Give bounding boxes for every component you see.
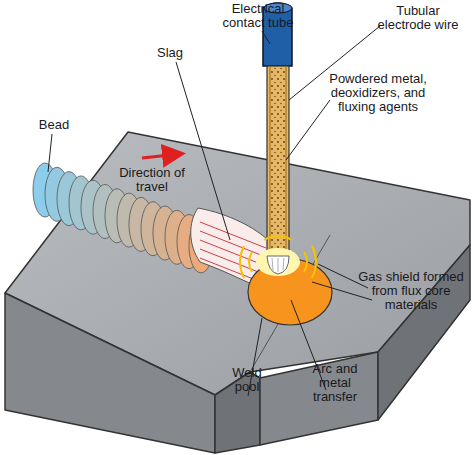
part-label: Weld pool xyxy=(222,366,272,394)
weld-bead xyxy=(33,163,213,273)
direction-label: Direction of travel xyxy=(112,166,192,194)
part-label: Arc and metal transfer xyxy=(300,362,370,404)
travel-arrow xyxy=(142,154,180,158)
part-label: Powdered metal, deoxidizers, and fluxing… xyxy=(318,72,438,114)
part-label: Tubular electrode wire xyxy=(374,4,462,32)
base-plates xyxy=(5,132,470,453)
part-label: Slag xyxy=(150,46,190,60)
part-label: Electrical contact tube xyxy=(212,2,304,30)
part-label: Gas shield formed from flux core materia… xyxy=(352,270,470,312)
part-label: Bead xyxy=(34,118,74,132)
arc-glow xyxy=(240,236,316,278)
tubular-wire xyxy=(267,66,289,256)
